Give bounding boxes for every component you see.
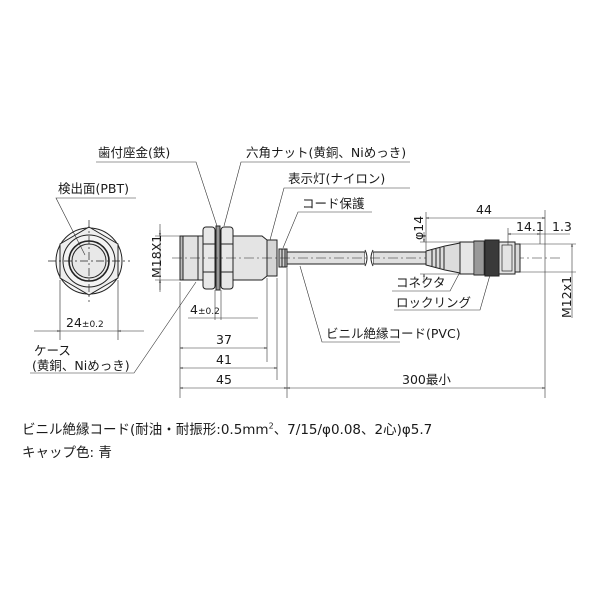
connector-length-dimension: 44 xyxy=(476,202,492,217)
sensing-face-label: 検出面(PBT) xyxy=(58,181,130,196)
dimension-lines xyxy=(155,210,576,398)
leader-lines xyxy=(30,161,491,374)
side-view xyxy=(172,225,560,291)
connector-diameter-dimension: φ14 xyxy=(411,215,426,240)
length-37-dimension: 37 xyxy=(216,332,232,347)
cable-label: ビニル絶縁コード(PVC) xyxy=(326,326,461,341)
front-view xyxy=(34,220,144,340)
connector-label: コネクタ xyxy=(396,275,446,290)
m12-connector xyxy=(425,239,521,277)
length-41-dimension: 41 xyxy=(216,352,232,367)
tip-length-dimension: 1.3 xyxy=(552,219,572,234)
lock-length-dimension: 14.1 xyxy=(516,219,544,234)
connector-thread-dimension: M12x1 xyxy=(559,275,574,318)
toothed-washer-label: 歯付座金(鉄) xyxy=(98,145,171,160)
thread-dimension: M18X1 xyxy=(149,234,164,278)
cap-color-note: キャップ色: 青 xyxy=(22,445,112,461)
length-45-dimension: 45 xyxy=(216,372,232,387)
hex-nut-label: 六角ナット(黄銅、Niめっき) xyxy=(246,145,407,160)
indicator-label: 表示灯(ナイロン) xyxy=(288,171,386,186)
nut-thickness-dimension: 4±0.2 xyxy=(190,302,220,318)
case-material-label: (黄銅、Niめっき) xyxy=(32,358,130,373)
cable-spec-note: ビニル絶縁コード(耐油・耐振形:0.5mm2、7/15/φ0.08、2心)φ5.… xyxy=(22,421,433,439)
cord-protector-label: コード保護 xyxy=(302,196,365,211)
locking-ring-label: ロックリング xyxy=(396,295,472,310)
across-flats-dimension: 24±0.2 xyxy=(66,315,104,331)
cable-length-dimension: 300最小 xyxy=(402,372,451,387)
case-label: ケース xyxy=(34,343,71,358)
